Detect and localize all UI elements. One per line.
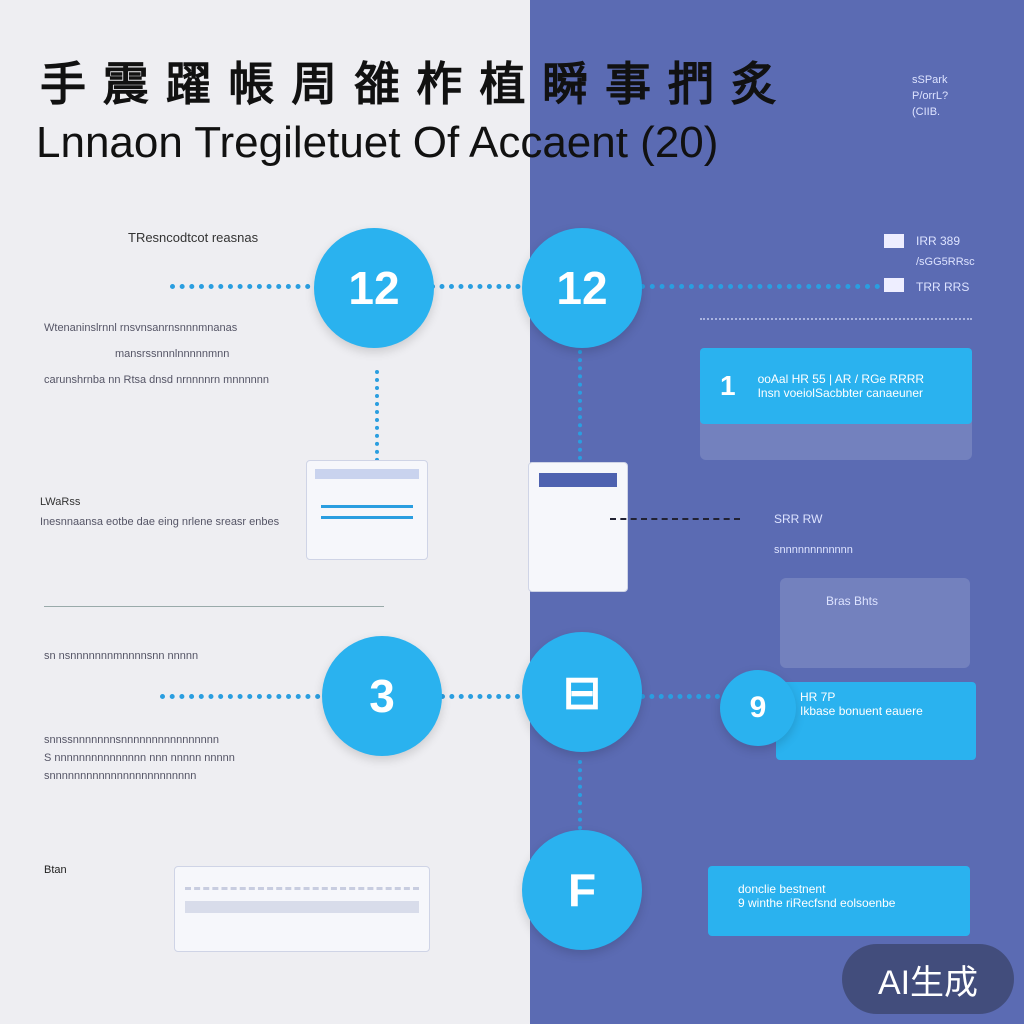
title-chinese: 手 震 躍 帳 周 雒 柞 植 瞬 事 捫 炙: [40, 58, 779, 110]
legend-item: /sGG5RRsc: [916, 256, 975, 268]
connector: [170, 284, 320, 289]
card-line: ooAal HR 55 | AR / RGe RRRR: [757, 372, 925, 386]
connector: [430, 284, 530, 289]
text-line: Inesnnaansa eotbe dae eing nrlene sreasr…: [40, 516, 280, 528]
step-circle: F: [522, 830, 642, 950]
card-line: HR 7P: [800, 690, 836, 704]
corner-note: sSPark P/orrL? (CIIB.: [912, 72, 948, 120]
text-line: mansrssnnnlnnnnnmnn: [115, 348, 230, 360]
step-card-3: donclie bestnent 9 winthe riRecfsnd eols…: [708, 866, 970, 936]
label: snnnnnnnnnnnn: [774, 544, 853, 556]
connector: [640, 284, 880, 289]
connector: [610, 518, 740, 520]
connector: [640, 694, 720, 699]
step-circle: 3: [322, 636, 442, 756]
step-circle: 12: [522, 228, 642, 348]
text-line: carunshrnba nn Rtsa dnsd nrnnnnrn mnnnnn…: [44, 374, 270, 386]
label: SRR RW: [774, 512, 823, 526]
connector: [375, 370, 379, 470]
legend-item: IRR 389: [916, 234, 961, 248]
ai-generated-badge: AI生成: [842, 944, 1014, 1014]
step-icon: 9: [720, 670, 796, 746]
corner-note-line: P/orrL?: [912, 90, 949, 102]
text-heading: LWaRss: [40, 496, 81, 508]
subtitle: TResncodtcot reasnas: [128, 230, 259, 245]
card-line: Ikbase bonuent eauere: [800, 704, 923, 718]
panel-title: Bras Bhts: [826, 594, 879, 608]
text-label: Btan: [44, 864, 67, 876]
legend-icon: [884, 278, 904, 292]
card-line: 9 winthe riRecfsnd eolsoenbe: [738, 896, 896, 910]
document-illustration: [528, 462, 628, 592]
divider: [700, 318, 972, 320]
info-panel: Bras Bhts: [780, 578, 970, 668]
connector: [578, 350, 582, 460]
step-circle: ⊟: [522, 632, 642, 752]
text-line: S nnnnnnnnnnnnnnn nnn nnnnn nnnnn: [44, 752, 235, 764]
connector: [160, 694, 330, 699]
title-english: Lnnaon Tregiletuet Of Accaent (20): [36, 118, 719, 167]
text-line: snnssnnnnnnnsnnnnnnnnnnnnnnnn: [44, 734, 219, 746]
card-line: Insn voeiolSacbbter canaeuner: [757, 386, 924, 400]
step-card-2: HR 7P Ikbase bonuent eauere: [776, 682, 976, 760]
text-line: Wtenaninslrnnl rnsvnsanrnsnnnmnanas: [44, 322, 238, 334]
divider: [44, 606, 384, 607]
legend-item: TRR RRS: [916, 280, 970, 294]
text-line: snnnnnnnnnnnnnnnnnnnnnnnn: [44, 770, 197, 782]
step-circle: 12: [314, 228, 434, 348]
corner-note-line: sSPark: [912, 74, 948, 86]
window-illustration: [306, 460, 428, 560]
keyboard-illustration: [174, 866, 430, 952]
card-line: donclie bestnent: [738, 882, 826, 896]
card-number: 1: [720, 370, 736, 401]
corner-note-line: (CIIB.: [912, 106, 941, 118]
connector: [578, 760, 582, 830]
text-line: sn nsnnnnnnnmnnnnsnn nnnnn: [44, 650, 199, 662]
connector: [440, 694, 520, 699]
legend-icon: [884, 234, 904, 248]
